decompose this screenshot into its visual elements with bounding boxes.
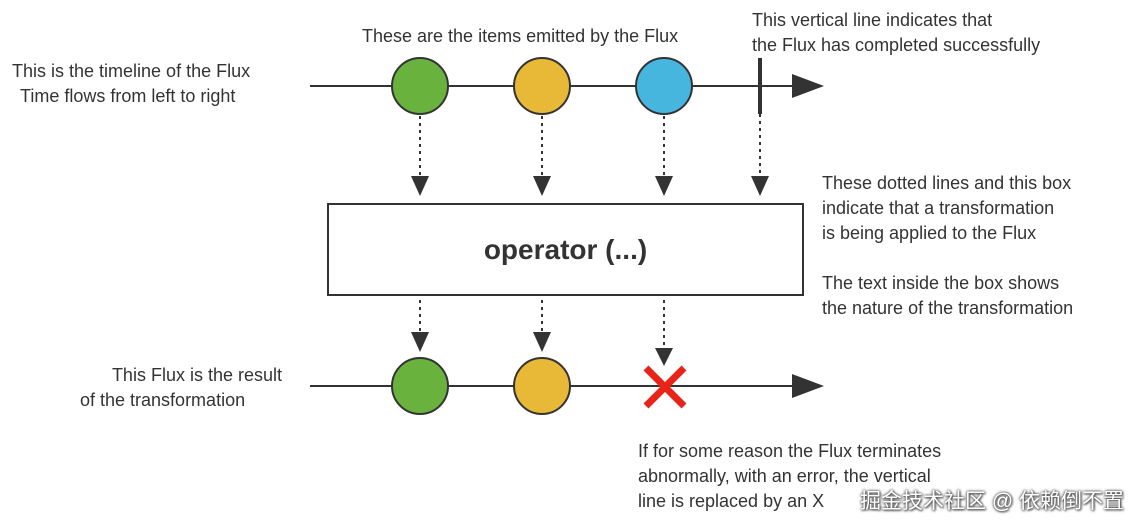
arrowhead-down [751, 176, 769, 196]
annotation-line: These dotted lines and this box [822, 173, 1072, 193]
source-marble-green [391, 57, 449, 115]
annotation-line: The text inside the box shows [822, 273, 1060, 293]
source-marble-yellow [513, 57, 571, 115]
annotation-line: is being applied to the Flux [822, 223, 1037, 243]
annotation-line: the nature of the transformation [822, 298, 1074, 318]
annotation-line: indicate that a transformation [822, 198, 1055, 218]
annotation-line: These are the items emitted by the Flux [362, 26, 679, 46]
annotation-line: Time flows from left to right [20, 86, 236, 106]
result-annotation: This Flux is the result of the transform… [40, 363, 282, 413]
annotation-line: If for some reason the Flux terminates [638, 441, 942, 461]
timeline-annotation: This is the timeline of the Flux Time fl… [12, 59, 282, 109]
operator-label: operator (...) [483, 233, 648, 265]
arrowhead-down [655, 348, 673, 366]
watermark: 掘金技术社区 @ 依赖倒不置 [860, 490, 1124, 513]
arrowhead-down [533, 176, 551, 196]
result-timeline-arrowhead [792, 374, 824, 398]
completion-annotation: This vertical line indicates that the Fl… [752, 8, 1040, 58]
input-connectors [419, 114, 761, 176]
arrowhead-down [411, 176, 429, 196]
annotation-line: This Flux is the result [111, 365, 282, 385]
error-x-icon [643, 365, 687, 409]
result-marble-green [391, 357, 449, 415]
arrowhead-down [533, 332, 551, 352]
arrowhead-down [411, 332, 429, 352]
source-timeline-arrowhead [792, 74, 824, 98]
annotation-line: of the transformation [80, 390, 246, 410]
source-marble-blue [635, 57, 693, 115]
input-arrowheads [411, 176, 769, 196]
result-marble-yellow [513, 357, 571, 415]
output-arrowheads [411, 332, 673, 366]
operator-box: operator (...) [327, 203, 804, 296]
output-connectors [419, 300, 665, 348]
annotation-line: abnormally, with an error, the vertical [638, 466, 931, 486]
annotation-line: line is replaced by an X [638, 491, 825, 511]
annotation-line: This is the timeline of the Flux [12, 61, 251, 81]
annotation-line: This vertical line indicates that [752, 10, 993, 30]
arrowhead-down [655, 176, 673, 196]
annotation-line: the Flux has completed successfully [752, 35, 1041, 55]
items-emitted-annotation: These are the items emitted by the Flux [362, 24, 678, 49]
error-annotation: If for some reason the Flux terminates a… [638, 439, 941, 514]
box-text-annotation: The text inside the box shows the nature… [822, 271, 1073, 321]
transformation-annotation: These dotted lines and this box indicate… [822, 171, 1071, 246]
